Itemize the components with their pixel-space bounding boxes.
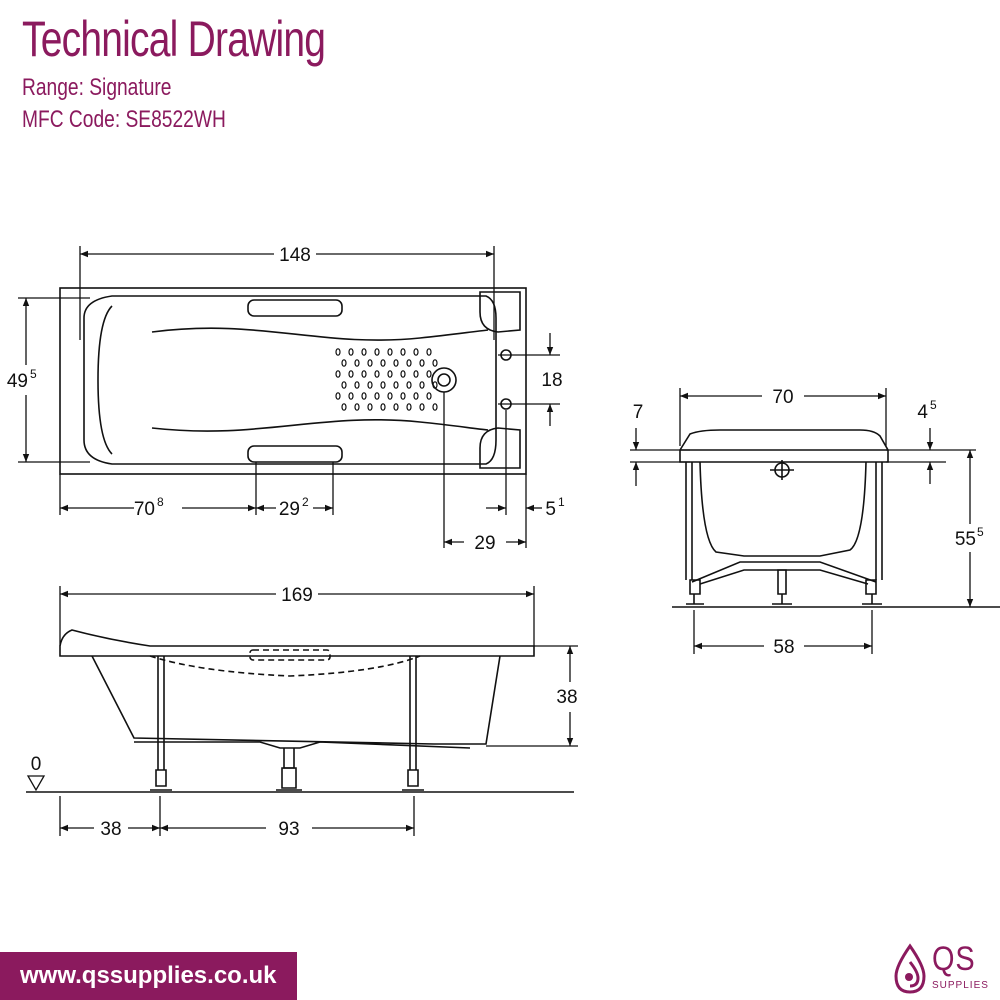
logo-wordmark: QS <box>932 940 976 978</box>
brand-logo: QS SUPPLIES <box>888 940 996 996</box>
water-drop-icon <box>894 943 926 994</box>
dim-rim-step-sup: 5 <box>930 398 937 412</box>
dim-handle-length-sup: 2 <box>302 495 309 509</box>
dim-end-height-sup: 5 <box>977 525 984 539</box>
dim-top-width: 49 <box>7 371 28 392</box>
bottom-handle <box>247 445 343 463</box>
dim-drain-offset: 29 <box>474 533 495 554</box>
end-view <box>679 429 889 605</box>
dim-leg-spacing: 93 <box>278 819 299 840</box>
dim-rim-step: 4 <box>917 402 928 423</box>
corner-ledge-bottom <box>479 427 521 469</box>
range-label: Range: Signature <box>22 74 172 101</box>
dim-leg-offset: 38 <box>100 819 121 840</box>
dim-floor-level: 0 <box>31 754 42 775</box>
anti-slip-dimples <box>335 348 438 411</box>
top-view-bowl <box>83 295 497 465</box>
side-view-bowl-base <box>134 741 471 749</box>
website-link[interactable]: www.qssupplies.co.uk <box>0 952 297 1000</box>
top-view-contour-lower <box>151 419 489 432</box>
dim-outlet-spacing: 18 <box>541 370 562 391</box>
dim-side-depth: 38 <box>556 687 577 708</box>
end-view-bowl <box>699 461 867 557</box>
dim-side-overall: 169 <box>281 585 313 606</box>
side-view-bowl <box>91 655 501 745</box>
dim-foot-end: 5 <box>545 499 556 520</box>
top-handle <box>247 299 343 317</box>
corner-ledge-top <box>479 291 521 333</box>
level-marker <box>26 775 46 792</box>
dim-top-width-sup: 5 <box>30 367 37 381</box>
dim-top-length: 148 <box>279 245 311 266</box>
end-view-rim <box>679 429 889 463</box>
side-view <box>59 629 535 791</box>
mfc-code-label: MFC Code: SE8522WH <box>22 106 226 133</box>
dim-end-leg-spacing: 58 <box>773 637 794 658</box>
dim-end-height: 55 <box>955 529 976 550</box>
side-view-rim <box>59 629 535 657</box>
page-title: Technical Drawing <box>22 11 326 67</box>
top-view <box>59 287 527 475</box>
dim-head-length: 70 <box>134 499 155 520</box>
dim-rim-thickness: 7 <box>633 402 644 423</box>
dim-head-length-sup: 8 <box>157 495 164 509</box>
logo-tagline: SUPPLIES <box>932 980 989 991</box>
dim-handle-length: 29 <box>279 499 300 520</box>
dim-end-width: 70 <box>772 387 793 408</box>
top-view-rim <box>59 287 527 475</box>
top-view-contour-upper <box>151 327 489 341</box>
side-handle <box>249 649 331 661</box>
top-view-inner-left <box>97 305 113 455</box>
dim-foot-end-sup: 1 <box>558 495 565 509</box>
